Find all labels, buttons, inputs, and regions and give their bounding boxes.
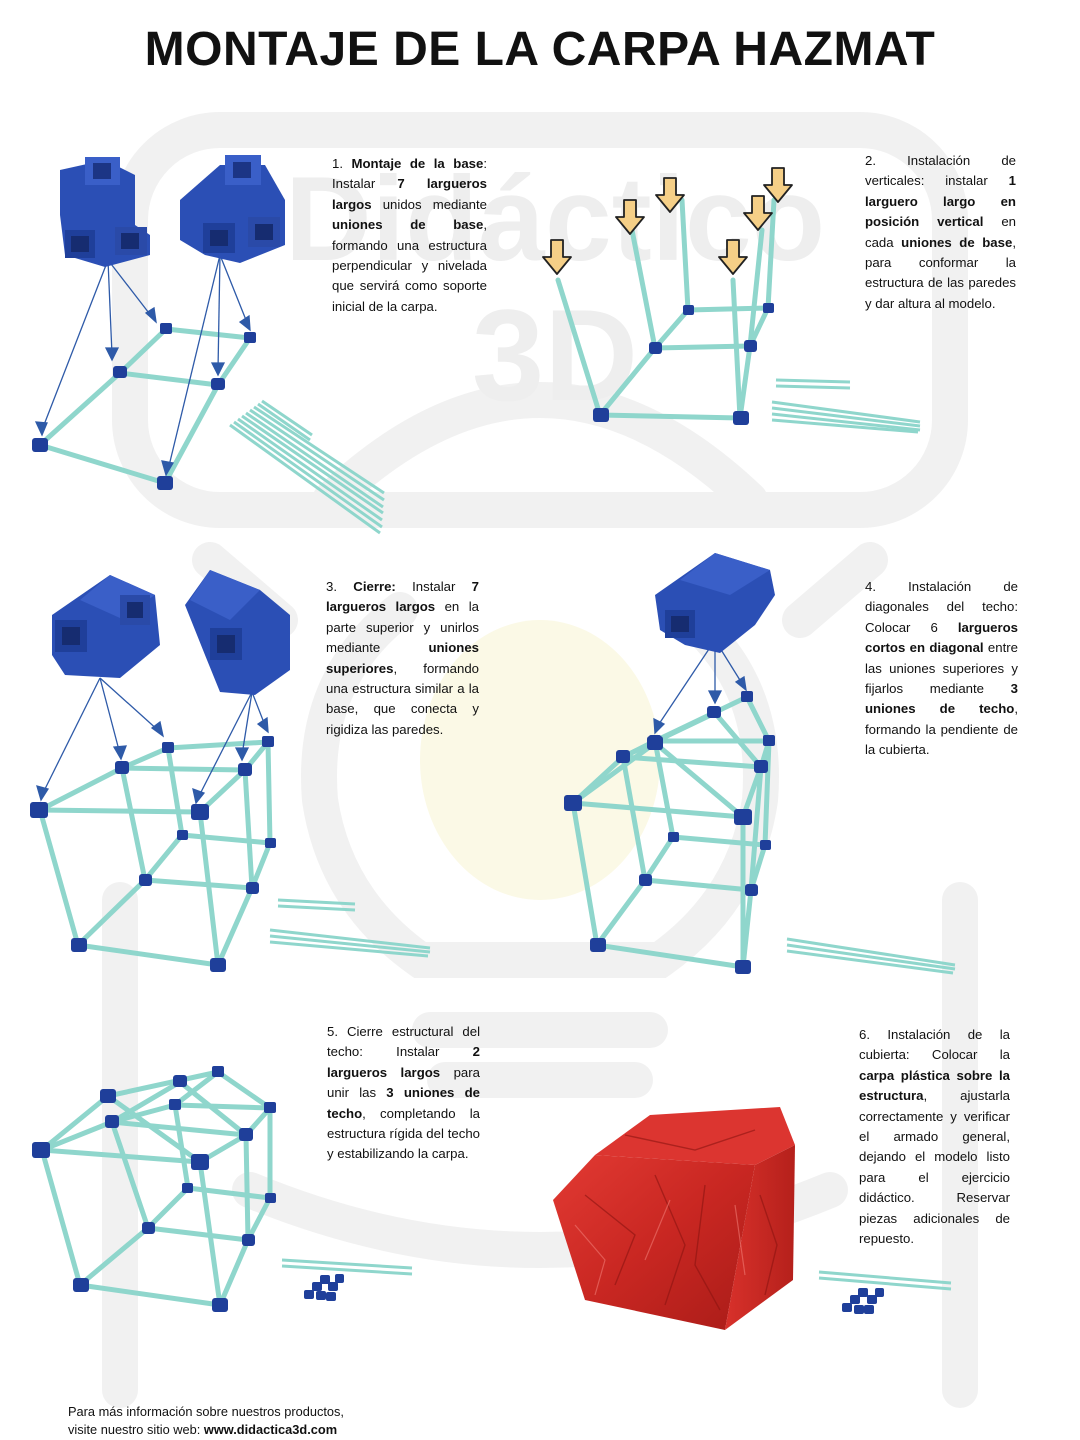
step-3-segment: en la parte superior y unirlos mediante	[326, 599, 479, 656]
step-4-figure	[564, 553, 956, 975]
step-1-figure	[32, 155, 385, 535]
step-6-figure	[553, 1107, 952, 1330]
footer-line-1: Para más información sobre nuestros prod…	[68, 1404, 344, 1419]
step-5-figure	[32, 1066, 413, 1312]
step-2-figure	[542, 167, 921, 434]
step-4-segment: 3 uniones de techo	[865, 681, 1018, 717]
step-1-segment: : Instalar	[332, 156, 487, 192]
step-5-text: 5. Cierre estructural del techo: Instala…	[327, 1022, 480, 1165]
top-connector-icon	[185, 570, 290, 695]
step-4-segment: largueros cortos en diagonal	[865, 619, 1018, 656]
base-connector-icon	[60, 157, 150, 267]
step-3-figure	[30, 570, 431, 972]
spare-connectors-icon	[304, 1274, 344, 1301]
step-3-segment: 7 largueros largos	[326, 579, 479, 615]
website-link[interactable]: www.didactica3d.com	[203, 1422, 338, 1437]
step-3-text: 3. Cierre: Instalar 7 largueros largos e…	[326, 577, 479, 740]
step-5-segment: , completando la estructura rígida del t…	[327, 1105, 480, 1162]
step-3-segment: , formando una estructura similar a la b…	[326, 660, 479, 737]
step-3-segment: Cierre:	[353, 579, 396, 594]
down-arrow-icon	[542, 167, 793, 275]
step-4-segment: entre las uniones superiores y fijarlos …	[865, 640, 1018, 697]
step-1-segment: 7 largueros largos	[332, 176, 487, 212]
step-1-text: 1. Montaje de la base: Instalar 7 largue…	[332, 154, 487, 317]
step-2-segment: uniones de base	[901, 234, 1013, 250]
roof-connector-icon	[655, 553, 775, 653]
page-title: MONTAJE DE LA CARPA HAZMAT	[144, 23, 936, 76]
step-6-segment: 6. Instalación de la cubierta: Colocar l…	[859, 1027, 1010, 1063]
plastic-cover	[553, 1107, 795, 1330]
step-4-text: 4. Instalación de diagonales del techo: …	[865, 577, 1018, 761]
step-2-segment: 2. Instalación de verticales: instalar	[865, 153, 1016, 189]
step-1-segment: Montaje de la base	[351, 156, 484, 171]
step-6-segment: carpa plástica sobre la estructura	[859, 1067, 1010, 1104]
step-3-segment: uniones superiores	[326, 640, 479, 676]
footer-line-2: visite nuestro sitio web: www.didactica3…	[68, 1421, 344, 1439]
step-1-segment: 1.	[332, 156, 343, 171]
step-2-text: 2. Instalación de verticales: instalar 1…	[865, 151, 1016, 314]
step-6-segment: , ajustarla correctamente y verificar el…	[859, 1088, 1010, 1247]
step-1-segment: , formando una estructura perpendicular …	[332, 217, 487, 314]
base-connector-icon	[180, 155, 285, 263]
step-4-segment: 4. Instalación de diagonales del techo: …	[865, 579, 1018, 635]
top-connector-icon	[52, 575, 160, 678]
step-2-segment: en cada	[865, 214, 1016, 250]
step-5-segment: para unir las	[327, 1064, 480, 1101]
step-4-segment: , formando la pendiente de la cubierta.	[865, 701, 1018, 758]
step-1-segment: uniones de base	[332, 217, 484, 233]
spare-connectors-icon	[842, 1288, 884, 1314]
step-2-segment: , para conformar la estructura de las pa…	[865, 234, 1016, 311]
step-2-segment: 1 larguero largo en posición vertical	[865, 173, 1016, 230]
step-5-segment: 2 largueros largos	[327, 1044, 480, 1080]
footer: Para más información sobre nuestros prod…	[68, 1403, 344, 1439]
step-1-segment	[343, 156, 352, 171]
step-5-segment: 3 uniones de techo	[327, 1085, 480, 1121]
step-3-segment: Instalar	[395, 579, 472, 594]
step-3-segment: 3.	[326, 579, 354, 594]
footer-prefix: visite nuestro sitio web:	[68, 1422, 204, 1437]
step-5-segment: 5. Cierre estructural del techo: Instala…	[327, 1024, 480, 1060]
step-6-text: 6. Instalación de la cubierta: Colocar l…	[859, 1025, 1010, 1249]
step-1-segment: unidos mediante	[371, 196, 487, 212]
